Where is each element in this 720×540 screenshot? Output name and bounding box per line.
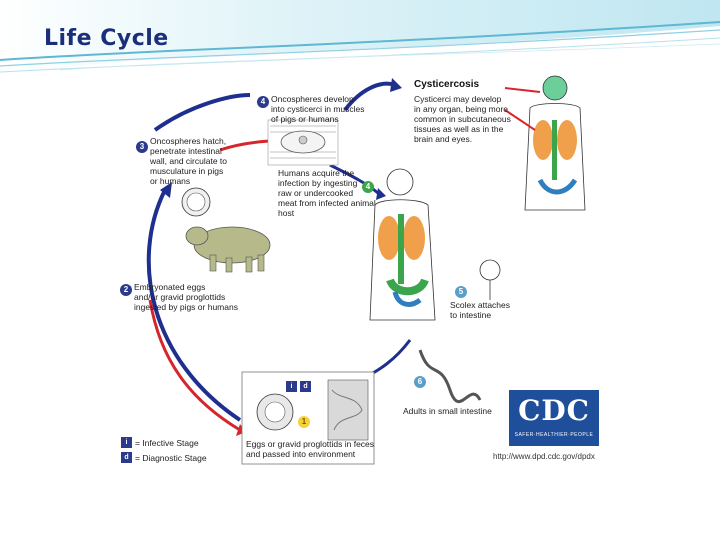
step-4-line: into cysticerci in muscles <box>271 104 365 114</box>
step-3-line: penetrate intestinal <box>150 146 222 156</box>
step-6-number: 6 <box>414 376 426 388</box>
step-2-line: ingested by pigs or humans <box>134 302 238 312</box>
step-1-text: Eggs or gravid proglottids in feces and … <box>246 439 376 459</box>
step-4-line: Oncospheres develop <box>271 94 354 104</box>
slide-title: Life Cycle <box>44 26 169 51</box>
step-2-line: Embryonated eggs <box>134 282 206 292</box>
step-4b-line: infection by ingesting <box>278 178 358 188</box>
source-url: http://www.dpd.cdc.gov/dpdx <box>493 452 595 461</box>
step-4b-number: 4 <box>362 181 374 193</box>
step-2-number: 2 <box>120 284 132 296</box>
step-3-text: Oncospheres hatch, penetrate intestinal … <box>150 136 260 186</box>
cysticercosis-line: common in subcutaneous <box>414 114 511 124</box>
step-5-text: Scolex attaches to intestine <box>450 300 540 320</box>
step-3-line: musculature in pigs <box>150 166 224 176</box>
legend-diagnostic-icon: d <box>121 452 132 463</box>
step-4-number: 4 <box>257 96 269 108</box>
step-1-number: 1 <box>298 416 310 428</box>
infective-marker: i <box>286 381 297 392</box>
cysticercosis-line: Cysticerci may develop <box>414 94 502 104</box>
diagnostic-marker: d <box>300 381 311 392</box>
step-3-line: Oncospheres hatch, <box>150 136 227 146</box>
step-4b-line: Humans acquire the <box>278 168 355 178</box>
cysticercosis-title: Cysticercosis <box>414 79 480 90</box>
step-3-line: wall, and circulate to <box>150 156 228 166</box>
step-5-line: Scolex attaches <box>450 300 511 310</box>
step-4-line: of pigs or humans <box>271 114 339 124</box>
legend-infective-label: = Infective Stage <box>135 438 199 448</box>
cdc-logo-text: CDC <box>518 394 590 427</box>
header-decoration <box>0 0 720 76</box>
step-5-number: 5 <box>455 286 467 298</box>
cysticercosis-text: Cysticerci may develop in any organ, bei… <box>414 94 524 144</box>
cysticercosis-line: tissues as well as in the <box>414 124 504 134</box>
cysticercosis-line: in any organ, being more <box>414 104 509 114</box>
step-6-line: Adults in small intestine <box>403 406 492 416</box>
step-1-line: Eggs or gravid proglottids in feces <box>246 439 375 449</box>
legend-infective-icon: i <box>121 437 132 448</box>
step-2-line: and/or gravid proglottids <box>134 292 226 302</box>
step-2-text: Embryonated eggs and/or gravid proglotti… <box>134 282 264 312</box>
legend-diagnostic-label: = Diagnostic Stage <box>135 453 207 463</box>
step-3-number: 3 <box>136 141 148 153</box>
cdc-logo-tagline: SAFER·HEALTHIER·PEOPLE <box>514 432 594 438</box>
cysticercosis-line: brain and eyes. <box>414 134 473 144</box>
step-4b-line: meat from infected animal host <box>278 198 376 218</box>
slide-header: Life Cycle <box>0 0 720 80</box>
step-6-text: Adults in small intestine <box>403 406 503 416</box>
step-4-text: Oncospheres develop into cysticerci in m… <box>271 94 381 124</box>
cdc-logo: CDC SAFER·HEALTHIER·PEOPLE <box>509 390 599 446</box>
step-4b-line: raw or undercooked <box>278 188 354 198</box>
step-1-line: and passed into environment <box>246 449 356 459</box>
step-3-line: or humans <box>150 176 191 186</box>
step-5-line: to intestine <box>450 310 492 320</box>
step-4b-text: Humans acquire the infection by ingestin… <box>278 168 378 218</box>
